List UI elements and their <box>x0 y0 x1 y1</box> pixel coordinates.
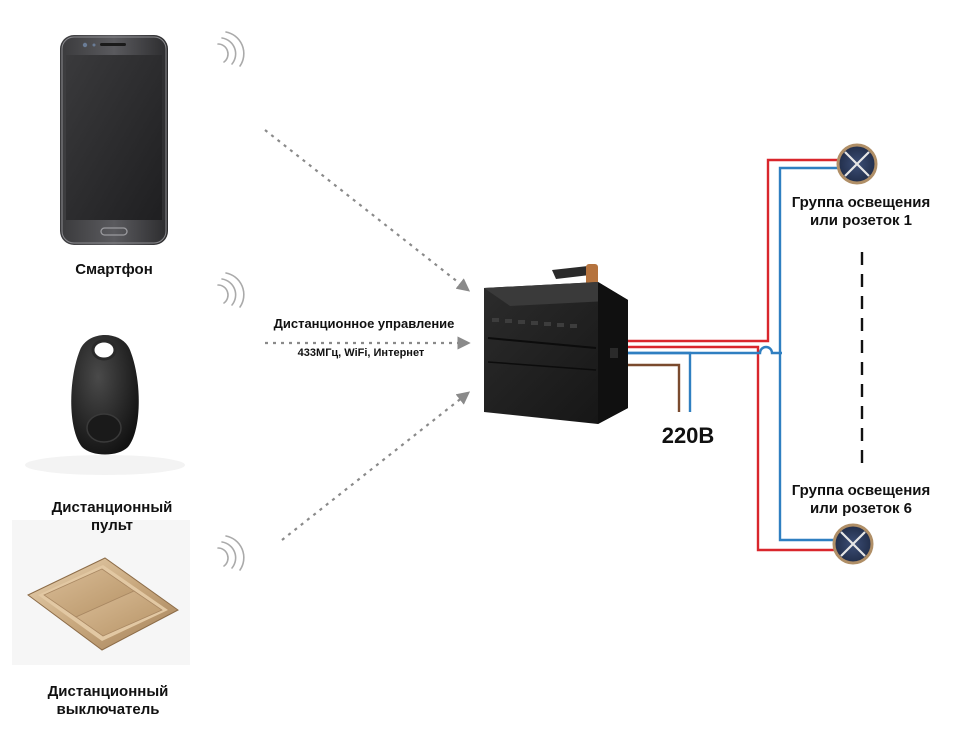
lamp-icon <box>836 143 878 185</box>
switch-label-line2: выключатель <box>56 701 160 719</box>
input-wire <box>625 363 681 412</box>
remote-label: Дистанционный пульт <box>12 499 212 536</box>
smartphone-signal-arrow <box>264 129 471 292</box>
output-phase-wire-2 <box>625 345 843 552</box>
load-group-1-label: Группа освещения или розеток 1 <box>766 194 956 231</box>
output-phase-wire-1 <box>625 158 843 343</box>
remote-control-subtitle: 433МГц, WiFi, Интернет <box>297 347 425 359</box>
voltage-label: 220В <box>661 423 715 448</box>
remote-label-line1: Дистанционный <box>51 499 173 516</box>
remote-fob-icon <box>25 335 185 475</box>
switch-label-line1: Дистанционный <box>47 683 169 700</box>
smartphone-icon <box>60 35 168 245</box>
switch-signal-arrow <box>281 391 471 541</box>
remote-control-title: Дистанционное управление <box>273 316 455 331</box>
remote-label-line2: пульт <box>91 517 133 535</box>
neutral-bus <box>625 345 782 355</box>
wires <box>625 158 848 552</box>
lamp-icon <box>832 523 874 565</box>
neutral-wire-up <box>778 166 848 353</box>
load-group-1-line2: или розеток 1 <box>810 212 912 230</box>
load-group-6-line2: или розеток 6 <box>810 500 912 518</box>
load-group-6-line1: Группа освещения <box>791 482 931 499</box>
neutral-wire-down <box>778 353 848 542</box>
signal-arrows <box>264 129 471 541</box>
smartphone-label: Смартфон <box>75 261 153 278</box>
wall-switch-icon <box>12 520 190 665</box>
wifi-signal-icon <box>217 272 245 308</box>
load-group-1-line1: Группа освещения <box>791 194 931 211</box>
switch-label: Дистанционный выключатель <box>8 683 208 720</box>
wifi-signal-icon <box>217 535 245 571</box>
relay-controller-icon <box>484 264 628 424</box>
load-group-6-label: Группа освещения или розеток 6 <box>766 482 956 519</box>
wifi-signal-icon <box>217 31 245 67</box>
input-neutral-wire <box>625 351 692 412</box>
